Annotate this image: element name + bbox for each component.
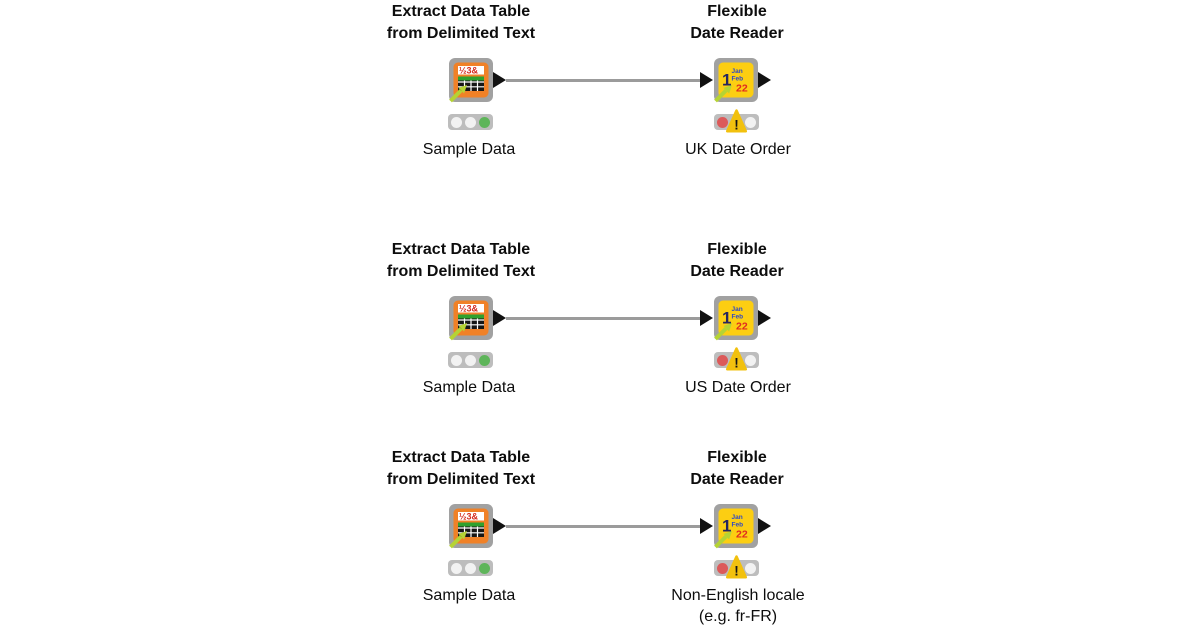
status-dot-off-icon bbox=[451, 562, 462, 574]
node-annotation-line: Sample Data bbox=[422, 141, 516, 158]
svg-text:1: 1 bbox=[722, 309, 731, 328]
output-port-icon[interactable] bbox=[758, 518, 771, 534]
node-title-line: Flexible bbox=[707, 449, 767, 466]
output-port-icon[interactable] bbox=[758, 72, 771, 88]
status-dot-off-icon bbox=[451, 354, 462, 366]
svg-text:22: 22 bbox=[736, 321, 748, 333]
warning-badge-icon: ! bbox=[725, 346, 748, 372]
status-dot-green-icon bbox=[479, 562, 490, 574]
node-title-line: Extract Data Table bbox=[391, 3, 531, 20]
output-port-icon[interactable] bbox=[493, 72, 506, 88]
status-dot-red-icon bbox=[717, 116, 728, 128]
node-title-line: Extract Data Table bbox=[391, 241, 531, 258]
output-port-icon[interactable] bbox=[493, 518, 506, 534]
node-title-line: from Delimited Text bbox=[386, 25, 536, 42]
status-dot-green-icon bbox=[479, 354, 490, 366]
node-annotation-line: (e.g. fr-FR) bbox=[698, 608, 778, 625]
node-title-extract: Extract Data Table from Delimited Text bbox=[311, 239, 611, 283]
status-dot-off-icon bbox=[465, 354, 476, 366]
svg-text:Jan: Jan bbox=[732, 306, 743, 313]
status-dot-off-icon bbox=[745, 116, 756, 128]
node-title-line: from Delimited Text bbox=[386, 263, 536, 280]
extract-data-table-icon: ½3& bbox=[449, 504, 493, 549]
output-port-icon[interactable] bbox=[493, 310, 506, 326]
svg-text:½3&: ½3& bbox=[459, 304, 479, 314]
svg-text:Feb: Feb bbox=[732, 522, 744, 529]
node-annotation[interactable]: Sample Data bbox=[319, 139, 619, 160]
workflow-row: Extract Data Table from Delimited Text Fl… bbox=[0, 447, 1200, 630]
status-traffic-light bbox=[448, 352, 493, 368]
date-reader-icon: 1 Jan Feb 22 bbox=[714, 504, 758, 549]
date-reader-icon: 1 Jan Feb 22 bbox=[714, 296, 758, 341]
input-port-icon[interactable] bbox=[700, 310, 713, 326]
node-extract-data-table[interactable]: ½3& bbox=[448, 295, 494, 341]
node-flexible-date-reader[interactable]: 1 Jan Feb 22 bbox=[713, 57, 759, 103]
date-reader-icon: 1 Jan Feb 22 bbox=[714, 58, 758, 103]
svg-text:!: ! bbox=[734, 564, 739, 579]
node-title-extract: Extract Data Table from Delimited Text bbox=[311, 447, 611, 491]
connection-edge[interactable] bbox=[506, 317, 700, 320]
node-annotation-line: Sample Data bbox=[422, 379, 516, 396]
node-extract-data-table[interactable]: ½3& bbox=[448, 57, 494, 103]
warning-badge-icon: ! bbox=[725, 108, 748, 134]
node-flexible-date-reader[interactable]: 1 Jan Feb 22 bbox=[713, 503, 759, 549]
status-dot-off-icon bbox=[745, 354, 756, 366]
status-dot-off-icon bbox=[745, 562, 756, 574]
node-annotation[interactable]: UK Date Order bbox=[588, 139, 888, 160]
node-annotation-line: UK Date Order bbox=[685, 141, 791, 158]
status-dot-off-icon bbox=[451, 116, 462, 128]
node-title-line: Flexible bbox=[707, 3, 767, 20]
workflow-row: Extract Data Table from Delimited Text Fl… bbox=[0, 239, 1200, 424]
svg-text:22: 22 bbox=[736, 529, 748, 541]
svg-text:1: 1 bbox=[722, 517, 731, 536]
extract-data-table-icon: ½3& bbox=[449, 58, 493, 103]
svg-text:!: ! bbox=[734, 118, 739, 133]
node-annotation[interactable]: Non-English locale (e.g. fr-FR) bbox=[588, 585, 888, 627]
svg-text:!: ! bbox=[734, 356, 739, 371]
node-title-extract: Extract Data Table from Delimited Text bbox=[311, 1, 611, 45]
node-title-line: Flexible bbox=[707, 241, 767, 258]
svg-text:22: 22 bbox=[736, 83, 748, 95]
svg-text:1: 1 bbox=[722, 71, 731, 90]
node-annotation[interactable]: US Date Order bbox=[588, 377, 888, 398]
svg-text:Jan: Jan bbox=[732, 514, 743, 521]
output-port-icon[interactable] bbox=[758, 310, 771, 326]
extract-data-table-icon: ½3& bbox=[449, 296, 493, 341]
svg-text:Jan: Jan bbox=[732, 68, 743, 75]
node-title-line: Date Reader bbox=[690, 263, 784, 280]
svg-text:½3&: ½3& bbox=[459, 66, 479, 76]
node-title-line: from Delimited Text bbox=[386, 471, 536, 488]
connection-edge[interactable] bbox=[506, 525, 700, 528]
status-traffic-light bbox=[448, 560, 493, 576]
status-dot-red-icon bbox=[717, 562, 728, 574]
node-annotation[interactable]: Sample Data bbox=[319, 377, 619, 398]
node-extract-data-table[interactable]: ½3& bbox=[448, 503, 494, 549]
node-annotation[interactable]: Sample Data bbox=[319, 585, 619, 606]
status-dot-off-icon bbox=[465, 116, 476, 128]
workflow-row: Extract Data Table from Delimited Text Fl… bbox=[0, 1, 1200, 186]
connection-edge[interactable] bbox=[506, 79, 700, 82]
svg-text:Feb: Feb bbox=[732, 76, 744, 83]
input-port-icon[interactable] bbox=[700, 72, 713, 88]
status-dot-green-icon bbox=[479, 116, 490, 128]
node-annotation-line: US Date Order bbox=[685, 379, 791, 396]
node-flexible-date-reader[interactable]: 1 Jan Feb 22 bbox=[713, 295, 759, 341]
node-title-line: Extract Data Table bbox=[391, 449, 531, 466]
status-dot-off-icon bbox=[465, 562, 476, 574]
warning-badge-icon: ! bbox=[725, 554, 748, 580]
node-annotation-line: Non-English locale bbox=[671, 587, 805, 604]
node-title-line: Date Reader bbox=[690, 25, 784, 42]
svg-text:Feb: Feb bbox=[732, 314, 744, 321]
node-title-line: Date Reader bbox=[690, 471, 784, 488]
status-traffic-light bbox=[448, 114, 493, 130]
status-dot-red-icon bbox=[717, 354, 728, 366]
svg-text:½3&: ½3& bbox=[459, 512, 479, 522]
node-annotation-line: Sample Data bbox=[422, 587, 516, 604]
input-port-icon[interactable] bbox=[700, 518, 713, 534]
